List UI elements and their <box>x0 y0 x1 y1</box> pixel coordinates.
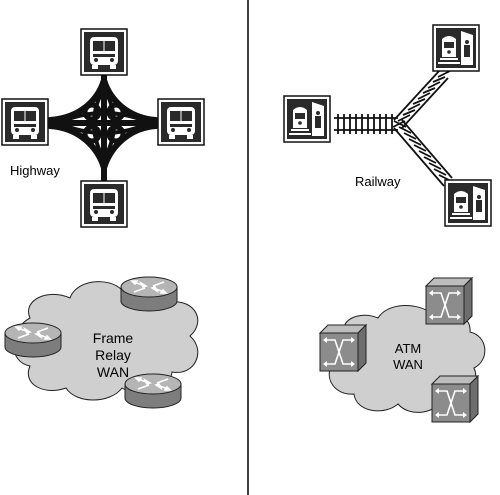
frame-relay-wan-label: Frame Relay WAN <box>73 330 153 381</box>
atm-switch-icon-bottom <box>431 375 479 423</box>
train-station-sign-icon-left <box>283 95 331 143</box>
highway-label: Highway <box>10 163 60 178</box>
railway-track-icon <box>334 69 453 187</box>
train-station-sign-icon-bottom-right <box>444 179 492 227</box>
atm-label-line2: WAN <box>393 357 423 372</box>
router-icon-top <box>120 276 178 312</box>
bus-sign-icon-bottom <box>80 180 128 228</box>
bus-sign-icon-right <box>157 98 205 146</box>
router-icon-left <box>4 322 62 358</box>
atm-switch-icon-top <box>425 277 473 325</box>
atm-switch-icon-left <box>319 324 367 372</box>
frame-relay-label-line2: WAN <box>96 364 130 380</box>
bus-sign-icon-top <box>80 28 128 76</box>
railway-label: Railway <box>355 174 401 189</box>
atm-label-line1: ATM <box>394 341 422 356</box>
atm-wan-label: ATM WAN <box>383 341 433 373</box>
highway-interchange-icon <box>45 72 161 188</box>
bus-sign-icon-left <box>1 98 49 146</box>
train-station-sign-icon-top-right <box>432 24 480 72</box>
frame-relay-label-line1: Frame Relay <box>92 330 134 363</box>
